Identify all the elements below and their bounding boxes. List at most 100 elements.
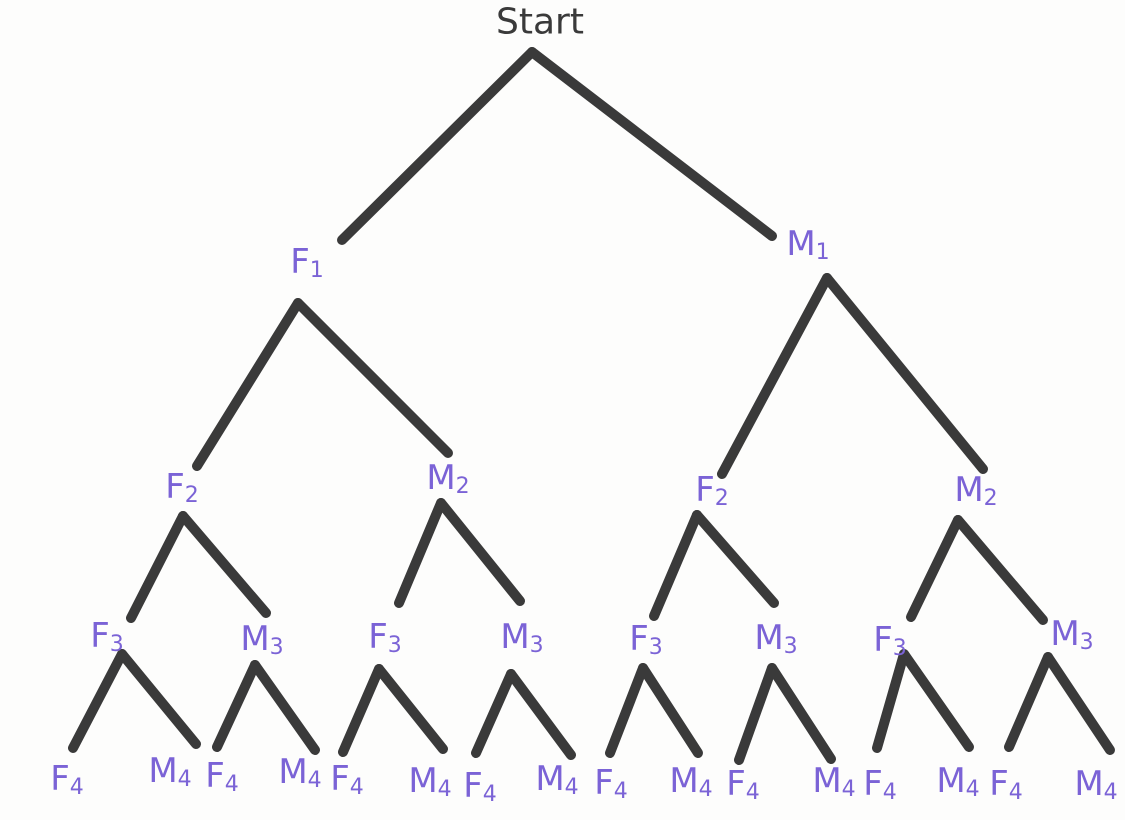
node-m4-level4-9: M4 <box>669 761 712 802</box>
tree-edge-29 <box>1043 652 1115 755</box>
node-m4-level4-1: M4 <box>148 751 191 792</box>
node-f4-level4-10: F4 <box>726 764 760 805</box>
tree-edge-4 <box>717 273 832 479</box>
node-letter: F <box>594 763 614 803</box>
node-letter: M <box>786 224 815 264</box>
tree-edge-6 <box>126 511 188 623</box>
node-letter: F <box>330 759 350 799</box>
node-f1-level1-0: F1 <box>290 242 324 283</box>
tree-edge-15 <box>117 649 201 749</box>
tree-edge-12 <box>906 515 963 622</box>
node-letter: M <box>278 752 307 792</box>
tree-edge-26 <box>872 649 909 753</box>
node-letter: F <box>863 764 883 804</box>
node-subscript: 4 <box>438 777 452 802</box>
tree-edge-11 <box>692 510 779 608</box>
node-letter: F <box>368 617 388 657</box>
node-m4-level4-13: M4 <box>936 761 979 802</box>
node-subscript: 4 <box>483 782 497 807</box>
tree-edge-25 <box>767 663 836 764</box>
root-label-start: Start <box>496 2 584 43</box>
node-f4-level4-12: F4 <box>863 764 897 805</box>
node-subscript: 4 <box>565 775 579 800</box>
tree-edge-24 <box>734 663 777 765</box>
node-subscript: 4 <box>966 777 980 802</box>
node-letter: M <box>812 761 841 801</box>
tree-edge-10 <box>649 510 702 621</box>
node-f4-level4-6: F4 <box>463 766 497 807</box>
node-letter: F <box>463 766 483 806</box>
node-f4-level4-2: F4 <box>205 756 239 797</box>
node-subscript: 3 <box>1080 630 1094 655</box>
node-m4-level4-7: M4 <box>535 759 578 800</box>
node-letter: M <box>936 761 965 801</box>
node-subscript: 4 <box>308 768 322 793</box>
node-f3-level3-4: F3 <box>629 619 663 660</box>
node-subscript: 4 <box>883 780 897 805</box>
node-letter: M <box>500 617 529 657</box>
node-letter: F <box>873 620 893 660</box>
node-subscript: 4 <box>699 777 713 802</box>
tree-edge-1 <box>527 47 777 241</box>
tree-edge-13 <box>953 515 1048 625</box>
node-letter: F <box>165 467 185 507</box>
tree-edge-5 <box>822 273 988 474</box>
node-letter: F <box>205 756 225 796</box>
tree-edge-28 <box>1004 652 1053 752</box>
node-letter: M <box>954 470 983 510</box>
tree-edge-20 <box>471 669 516 758</box>
node-m4-level4-11: M4 <box>812 761 855 802</box>
node-m3-level3-1: M3 <box>240 619 283 660</box>
tree-edge-17 <box>250 660 320 755</box>
tree-edge-7 <box>178 511 271 618</box>
node-f2-level2-2: F2 <box>695 470 729 511</box>
tree-edge-22 <box>605 663 648 758</box>
node-letter: F <box>989 764 1009 804</box>
node-m3-level3-7: M3 <box>1050 614 1093 655</box>
node-subscript: 4 <box>746 780 760 805</box>
node-subscript: 4 <box>350 775 364 800</box>
node-letter: M <box>426 458 455 498</box>
node-subscript: 2 <box>984 486 998 511</box>
node-m3-level3-5: M3 <box>754 618 797 659</box>
tree-edge-16 <box>212 660 260 752</box>
tree-edge-2 <box>192 298 303 471</box>
node-m4-level4-5: M4 <box>408 761 451 802</box>
node-letter: M <box>148 751 177 791</box>
node-f4-level4-14: F4 <box>989 764 1023 805</box>
node-f2-level2-0: F2 <box>165 467 199 508</box>
node-subscript: 4 <box>178 767 192 792</box>
node-m2-level2-3: M2 <box>954 470 997 511</box>
node-m4-level4-15: M4 <box>1074 764 1117 805</box>
node-f3-level3-2: F3 <box>368 617 402 658</box>
node-subscript: 3 <box>388 633 402 658</box>
tree-edge-21 <box>506 669 576 760</box>
node-subscript: 2 <box>715 486 729 511</box>
tree-edge-0 <box>337 47 537 245</box>
node-f3-level3-0: F3 <box>90 616 124 657</box>
node-m4-level4-3: M4 <box>278 752 321 793</box>
node-subscript: 4 <box>614 779 628 804</box>
node-subscript: 2 <box>185 483 199 508</box>
node-letter: M <box>240 619 269 659</box>
node-subscript: 3 <box>270 635 284 660</box>
tree-edge-8 <box>394 498 446 608</box>
node-subscript: 4 <box>1104 780 1118 805</box>
node-subscript: 3 <box>110 632 124 657</box>
node-letter: F <box>695 470 715 510</box>
node-letter: F <box>50 759 70 799</box>
node-f4-level4-0: F4 <box>50 759 84 800</box>
node-m3-level3-3: M3 <box>500 617 543 658</box>
tree-edge-18 <box>338 664 384 757</box>
tree-edges <box>68 47 1115 765</box>
node-subscript: 4 <box>70 775 84 800</box>
node-letter: F <box>629 619 649 659</box>
tree-edge-3 <box>293 298 453 458</box>
tree-edge-19 <box>374 664 448 754</box>
node-subscript: 3 <box>530 633 544 658</box>
tree-edge-23 <box>638 663 703 758</box>
node-subscript: 3 <box>649 635 663 660</box>
node-letter: M <box>669 761 698 801</box>
